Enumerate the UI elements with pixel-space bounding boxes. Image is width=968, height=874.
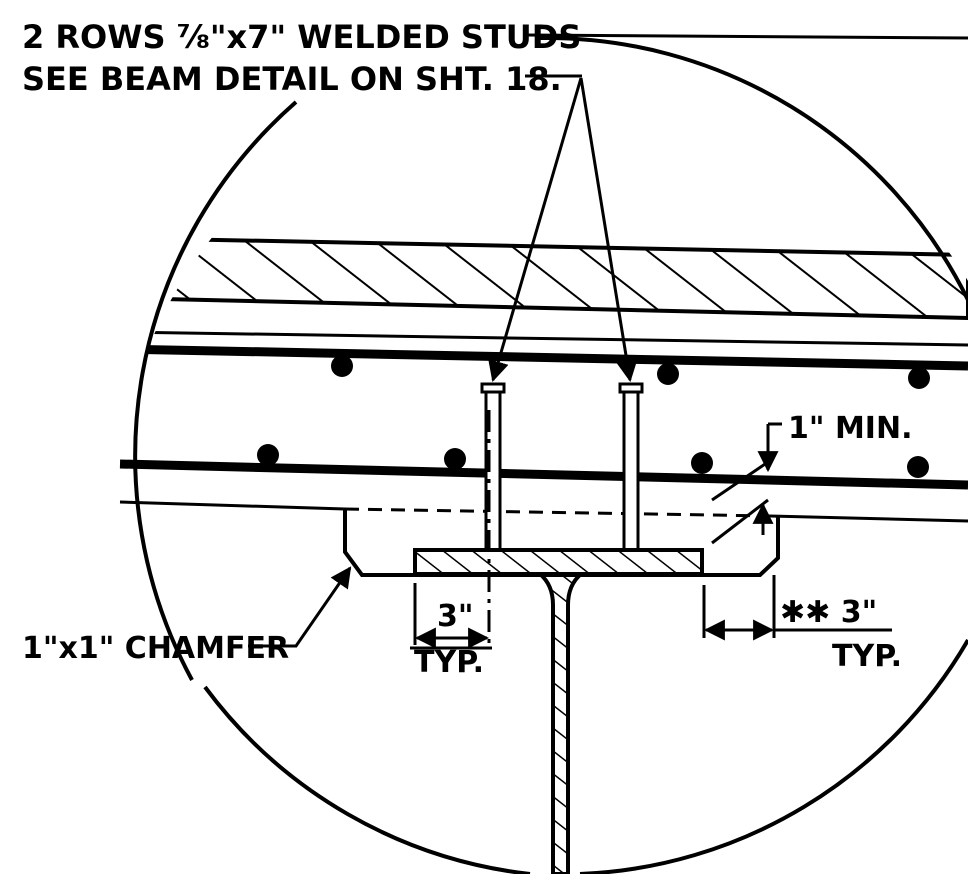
beam-web [534,572,587,874]
dim-left-note: TYP. [414,645,484,680]
callout-chamfer: 1"x1" CHAMFER [22,631,289,666]
haunch-dashed-line [344,507,771,518]
bottom-reinforcement-bar [119,459,968,490]
rebar-dot [907,456,929,478]
callout-studs-line1: 2 ROWS ⅞"x7" WELDED STUDS [22,18,581,56]
slab-bottom-line [119,500,346,511]
beam-top-flange [413,548,704,576]
welded-stud-right [618,382,644,552]
top-reinforcement-bar [119,344,968,371]
deck-line-2 [119,330,968,347]
callout-cover: 1" MIN. [788,411,912,446]
chamfer-leader [248,566,352,648]
leader-studs-to-right-stud [579,77,638,383]
cover-tick-top [711,460,769,502]
dim-right-note: TYP. [832,639,902,674]
detail-circle-arc-bottom [203,685,531,874]
welded-stud-left [480,382,506,552]
rebar-dot [444,448,466,470]
rebar-dot [908,367,930,389]
detail-circle-arc-bottom-right [579,638,968,874]
dim-left-value: 3" [437,599,474,634]
slab-overlay-hatched [118,235,968,321]
deck-top-line [119,296,968,320]
rebar-dot [657,363,679,385]
callout-studs-line2: SEE BEAM DETAIL ON SHT. 18. [22,60,562,98]
rebar-dot [257,444,279,466]
cover-tick-bottom [711,498,769,545]
detail-circle-arc-right [539,35,968,301]
dim-right-value: ✱✱ 3" [780,595,877,630]
leader-studs-to-left-stud [488,77,583,383]
rebar-dot [331,355,353,377]
leader-line1-tail [524,33,968,40]
slab-bottom-line-right [769,514,968,523]
rebar-dot [691,452,713,474]
detail-circle-arc-left [133,100,298,681]
